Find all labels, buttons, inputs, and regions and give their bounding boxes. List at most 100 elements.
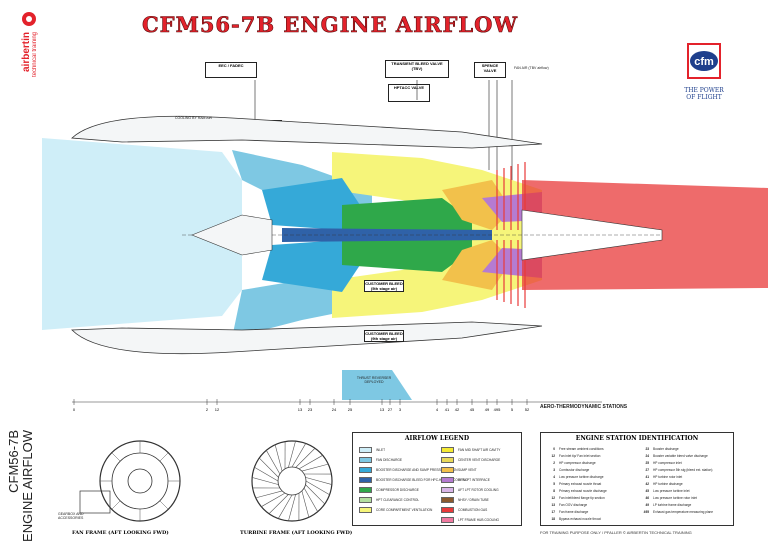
fan-air-label: FAN AIR (TBV airflow): [514, 66, 549, 70]
legend-label: CENTER VENT DISCHARGE: [458, 457, 501, 462]
station-number: 12: [551, 496, 555, 500]
station-tick-label: 52: [525, 407, 530, 412]
tbv-box: TRANSIENT BLEED VALVE (TBV): [385, 60, 449, 78]
cooling-label: COOLING BY RAM AIR: [175, 116, 213, 120]
legend-item: BOOSTER DISCHARGE BLEED FOR HPC-HPT LPT …: [359, 477, 468, 483]
brand-name: airbertin: [21, 32, 32, 73]
control-lines: [254, 80, 513, 190]
turbine-spoke: [298, 455, 323, 470]
customer-bleed-1: CUSTOMER BLEED (5th stage air): [364, 280, 404, 292]
legend-swatch: [441, 487, 454, 493]
legend-swatch: [441, 467, 454, 473]
station-tick-label: 13: [298, 407, 303, 412]
station-description: Booster discharge: [653, 447, 679, 451]
station-description: Bypass exhaust nozzle throat: [559, 517, 601, 521]
legend-swatch: [359, 477, 372, 483]
thrust-reverser-flow: [342, 370, 412, 400]
legend-label: CORE COMPARTMENT VENTILATION: [376, 507, 433, 512]
turbine-spoke: [301, 490, 310, 518]
station-description: Primary exhaust nozzle throat: [559, 482, 602, 486]
turbine-spoke: [291, 443, 306, 468]
station-description: Exhaust gas temperature measuring plane: [653, 510, 714, 514]
legend-label: FAN MID SHAFT AIR CAVITY: [458, 447, 501, 452]
station-description: Low pressure turbine rotor inlet: [653, 496, 697, 500]
customer-bleed-2: CUSTOMER BLEED (9th stage air): [364, 330, 404, 342]
station-number: 41: [645, 475, 649, 479]
engine-station-identification: ENGINE STATION IDENTIFICATION 0 Free stre…: [540, 432, 734, 526]
turbine-spoke: [261, 492, 286, 507]
legend-label: HPT-LPT INTERFACE: [458, 477, 490, 482]
footer: FOR TRAINING PURPOSE ONLY / PFALLER © AI…: [540, 530, 692, 535]
booster-discharge-upper: [262, 178, 362, 230]
sidebar-title-2: ENGINE AIRFLOW: [20, 430, 35, 542]
station-number: 42: [645, 482, 649, 486]
turbine-stages: [496, 162, 526, 308]
station-tick-label: 5: [511, 407, 514, 412]
legend-item: FAN MID SHAFT AIR CAVITY: [441, 447, 500, 453]
cfm-tagline-1: THE POWER: [684, 87, 724, 94]
legend-item: COMPRESSOR DISCHARGE: [359, 487, 419, 493]
station-number: 5: [553, 482, 555, 486]
turbine-spoke: [278, 494, 293, 519]
station-number: 0: [553, 447, 555, 451]
station-item: 5 Primary exhaust nozzle throat: [543, 482, 601, 486]
station-tick-label: 13: [380, 407, 385, 412]
legend-label: COMBUSTION GAS: [458, 507, 488, 512]
station-description: HP turbine rotor inlet: [653, 475, 683, 479]
combustor-upper: [442, 180, 512, 230]
booster-discharge-lower: [262, 240, 362, 292]
gearbox-label: GEARBOX AND ACCESSORIES: [58, 512, 84, 520]
legend-item: AFT LPT ROTOR COOLING: [441, 487, 499, 493]
legend-item: LPT FRAME HUB COOLING: [441, 517, 499, 523]
station-description: Combustor discharge: [559, 468, 590, 472]
station-number: 49: [645, 503, 649, 507]
station-number: 46: [645, 496, 649, 500]
station-description: Free stream ambient conditions: [559, 447, 604, 451]
station-id-title: ENGINE STATION IDENTIFICATION: [575, 435, 699, 442]
turbine-spoke: [274, 444, 283, 472]
legend-item: COMBUSTION GAS: [441, 507, 487, 513]
station-item: 3 Combustor discharge: [543, 468, 589, 472]
legend-item: HPT-LPT INTERFACE: [441, 477, 490, 483]
station-number: 24: [645, 454, 649, 458]
turbine-spoke: [303, 487, 318, 512]
station-description: HP compressor discharge: [559, 461, 596, 465]
spinner: [191, 214, 273, 256]
legend-label: FAN DISCHARGE: [376, 457, 403, 462]
station-number: 3: [553, 468, 555, 472]
legend-title: AIRFLOW LEGEND: [404, 435, 470, 442]
vbv-box: SPENCE VALVE: [474, 62, 506, 78]
legend-label: BOOSTER DISCHARGE AND SUMP PRESSURIZATIO…: [376, 467, 458, 472]
station-tick-label: 42: [455, 407, 460, 412]
turbine-frame-caption: TURBINE FRAME (AFT LOOKING FWD): [240, 530, 353, 536]
legend-swatch: [441, 457, 454, 463]
legend-label: HPT CLEARANCE CONTROL: [376, 497, 420, 502]
turbine-spoke: [301, 463, 329, 472]
nacelle-upper: [71, 115, 543, 149]
legend-item: INLET: [359, 447, 385, 453]
airbertin-logo-icon: [22, 12, 36, 26]
turbine-spoke: [268, 494, 289, 514]
turbine-spoke: [254, 467, 279, 482]
brand-logo: airbertin technical training: [18, 8, 40, 78]
station-number: 13: [551, 503, 555, 507]
combustor-lower: [442, 240, 512, 290]
legend-label: LPT FRAME HUB COOLING: [458, 517, 500, 522]
station-description: HP compressor inlet: [653, 461, 682, 465]
station-number: 12: [551, 454, 555, 458]
legend-item: HPT CLEARANCE CONTROL: [359, 497, 419, 503]
fan-frame-drawing: [79, 440, 181, 522]
turbine-spoke: [305, 477, 332, 485]
station-description: Low pressure turbine discharge: [559, 475, 604, 479]
turbine-spoke: [288, 494, 296, 521]
station-number: 17: [551, 510, 555, 514]
station-tick-label: 3: [399, 407, 402, 412]
